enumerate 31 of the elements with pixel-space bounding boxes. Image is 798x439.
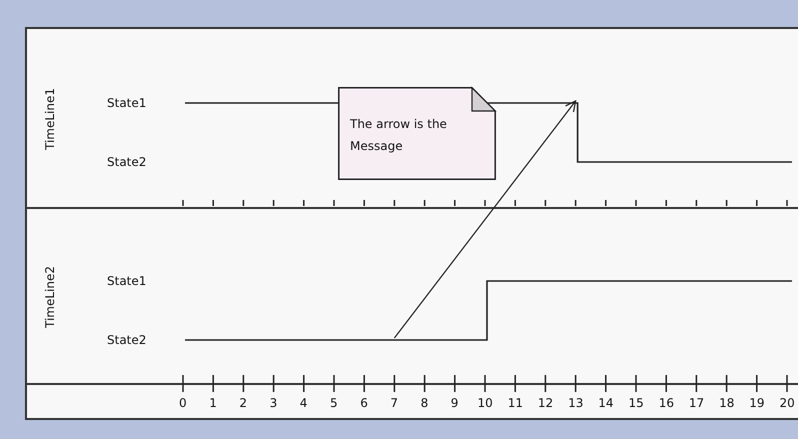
tick-label: 15 — [628, 396, 644, 410]
tick-label: 7 — [390, 396, 398, 410]
tick-label: 10 — [478, 396, 493, 410]
tick-label: 1 — [209, 396, 217, 410]
lane-title: TimeLine1 — [43, 88, 57, 150]
tick-label: 16 — [658, 396, 674, 410]
state-label: State2 — [107, 333, 146, 347]
tick-label: 2 — [239, 396, 248, 410]
tick-label: 3 — [270, 396, 278, 410]
note-box — [338, 87, 496, 180]
tick-label: 19 — [749, 396, 765, 410]
tick-label: 12 — [538, 396, 554, 410]
tick-label: 0 — [179, 396, 187, 410]
state-label: State1 — [107, 96, 146, 110]
tick-label: 18 — [719, 396, 734, 410]
tick-label: 6 — [360, 396, 368, 410]
tick-label: 8 — [420, 396, 428, 410]
state-waveform — [185, 280, 792, 341]
state-label: State1 — [107, 274, 146, 288]
tick-label: 9 — [450, 396, 458, 410]
message-arrow — [394, 100, 576, 338]
tick-label: 5 — [330, 396, 338, 410]
state-label: State2 — [107, 155, 146, 169]
note-text: The arrow is the Message — [350, 116, 448, 155]
tick-label: 20 — [780, 396, 795, 410]
tick-label: 17 — [688, 396, 704, 410]
tick-label: 13 — [568, 396, 584, 410]
lane-title: TimeLine2 — [43, 266, 57, 328]
tick-label: 4 — [300, 396, 308, 410]
tick-label: 11 — [508, 396, 523, 410]
tick-label: 14 — [598, 396, 614, 410]
